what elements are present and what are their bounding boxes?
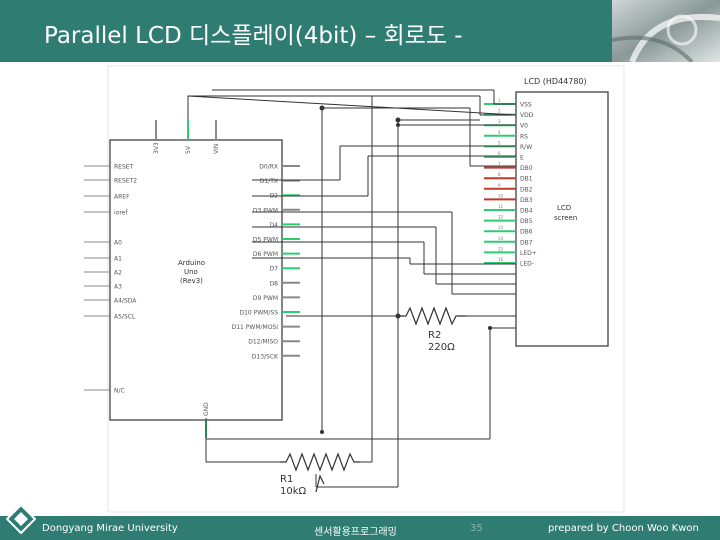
arduino-right-pin-label: D6 PWM xyxy=(253,251,278,258)
r2-value: 220Ω xyxy=(428,342,455,353)
potentiometer-wiper xyxy=(315,474,325,493)
arduino-uno-board xyxy=(109,139,283,421)
arduino-left-pin-label: A5/SCL xyxy=(114,314,136,321)
arduino-right-pin-label: D1/TX xyxy=(260,178,278,185)
lcd-pin-label: E xyxy=(520,155,524,162)
lcd-pin-number: 11 xyxy=(498,204,504,209)
lcd-pin-number: 1 xyxy=(498,98,501,103)
arduino-label-line2: Uno xyxy=(184,268,198,276)
lcd-pin-label: DB7 xyxy=(520,239,533,246)
arduino-gnd-pin-label: GND xyxy=(203,402,210,416)
arduino-left-pin-label: RESET xyxy=(114,164,134,171)
lcd-pin-label: V0 xyxy=(520,123,528,130)
lcd-pin-number: 12 xyxy=(498,215,504,220)
arduino-label-line1: Arduino xyxy=(178,259,205,267)
lcd-pin-number: 14 xyxy=(498,236,504,241)
wire-group xyxy=(187,89,517,488)
lcd-pin-label: DB0 xyxy=(520,165,533,172)
arduino-label-line3: (Rev3) xyxy=(180,277,203,285)
lcd-pin-number: 4 xyxy=(498,130,501,135)
lcd-pin-number: 5 xyxy=(498,140,501,145)
arduino-left-pin-label: A0 xyxy=(114,240,122,247)
lcd-pin-label: DB1 xyxy=(520,176,533,183)
junction-dots xyxy=(319,105,492,434)
lcd-label-line2: screen xyxy=(554,214,577,222)
lcd-pin-number: 8 xyxy=(498,172,501,177)
lcd-module xyxy=(515,91,609,347)
lcd-label-line1: LCD xyxy=(557,204,571,212)
lcd-pin-label: R/W xyxy=(520,144,532,151)
lcd-pin-number: 7 xyxy=(498,162,501,167)
arduino-left-pin-label: A3 xyxy=(114,284,122,291)
lcd-pin-number: 15 xyxy=(498,246,504,251)
arduino-left-pin-label: RESET2 xyxy=(114,178,137,185)
footer-bar: Dongyang Mirae University 센서활용프로그래밍 35 p… xyxy=(0,516,720,540)
arduino-left-pin-label: ioref xyxy=(114,210,128,217)
arduino-right-pin-label: D13/SCK xyxy=(252,353,279,360)
arduino-left-pin-label: A1 xyxy=(114,256,122,263)
arduino-left-pin-label: A2 xyxy=(114,270,122,277)
lcd-pin-number: 9 xyxy=(498,183,501,188)
lcd-pin-label: VSS xyxy=(520,102,532,109)
lcd-pin-label: DB6 xyxy=(520,229,533,236)
lcd-pin-number: 2 xyxy=(498,109,501,114)
arduino-right-pin-label: D10 PWM/SS xyxy=(239,310,278,317)
header-decoration-image xyxy=(612,0,720,62)
arduino-left-pin-label: A4/SDA xyxy=(114,298,137,305)
lcd-pin-number: 6 xyxy=(498,151,501,156)
arduino-top-pin-label: VIN xyxy=(213,144,220,154)
resistor-r2 xyxy=(398,306,466,326)
lcd-pin-label: DB5 xyxy=(520,218,533,225)
lcd-pin-label: DB3 xyxy=(520,197,533,204)
arduino-right-pin-label: D11 PWM/MOSI xyxy=(232,324,279,331)
r2-name: R2 xyxy=(428,330,441,341)
footer-page-number: 35 xyxy=(470,523,483,534)
arduino-right-pin-label: D7 xyxy=(270,266,279,273)
arduino-right-pin-label: D8 xyxy=(270,280,279,287)
arduino-right-pin-label: D4 xyxy=(270,222,279,229)
arduino-right-pin-label: D5 PWM xyxy=(253,237,278,244)
r1-name: R1 xyxy=(280,474,293,485)
lcd-pin-label: LED- xyxy=(520,261,534,268)
lcd-pin-label: RS xyxy=(520,133,528,140)
lcd-pin-number: 13 xyxy=(498,225,504,230)
lcd-pin-label: DB4 xyxy=(520,208,533,215)
slide-title: Parallel LCD 디스플레이(4bit) – 회로도 - xyxy=(44,23,463,49)
arduino-left-pin-label: N/C xyxy=(114,388,125,395)
lcd-title: LCD (HD44780) xyxy=(524,77,587,86)
arduino-right-pin-label: D9 PWM xyxy=(253,295,278,302)
footer-course: 센서활용프로그래밍 xyxy=(314,527,397,538)
lcd-pin-number: 16 xyxy=(498,257,504,262)
potentiometer-r1 xyxy=(280,452,360,472)
arduino-right-pin-label: D12/MISO xyxy=(248,339,278,346)
r1-value: 10kΩ xyxy=(280,486,307,497)
arduino-right-pin-label: D3 PWM xyxy=(253,207,278,214)
footer-university: Dongyang Mirae University xyxy=(42,523,178,534)
arduino-right-pin-label: D0/RX xyxy=(259,164,278,171)
lcd-pin-number: 10 xyxy=(498,193,504,198)
lcd-pin-number: 3 xyxy=(498,119,501,124)
title-bar: Parallel LCD 디스플레이(4bit) – 회로도 - xyxy=(0,0,720,62)
lcd-pin-label: LED+ xyxy=(520,250,537,257)
arduino-top-pin-label: 3V3 xyxy=(153,142,160,154)
lcd-pin-label: DB2 xyxy=(520,186,533,193)
footer-author: prepared by Choon Woo Kwon xyxy=(548,523,699,534)
arduino-left-pin-label: AREF xyxy=(114,194,130,201)
lcd-pin-label: VDD xyxy=(520,112,534,119)
diamond-logo-icon xyxy=(6,504,36,534)
arduino-top-pin-label: 5V xyxy=(185,145,192,154)
